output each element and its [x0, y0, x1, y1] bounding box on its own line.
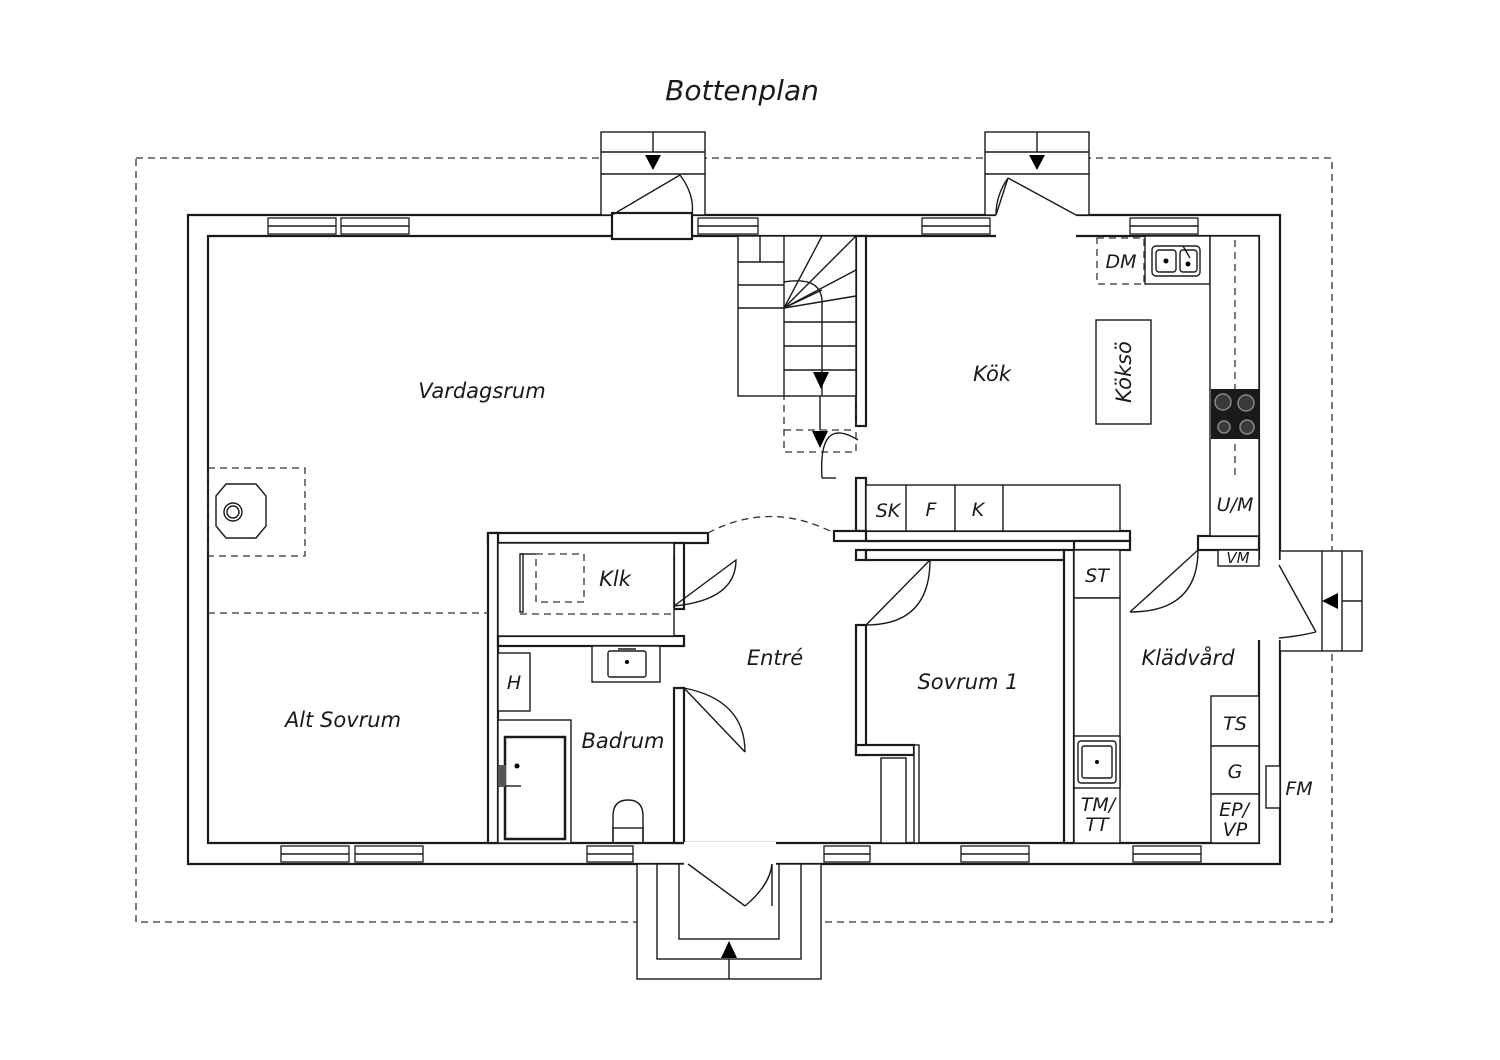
- stairs-right: [1257, 550, 1363, 652]
- label-st: ST: [1085, 565, 1110, 587]
- interior-walls: [486, 234, 1261, 845]
- label-h: H: [507, 672, 521, 694]
- label-tmtt-line1: TM/: [1081, 794, 1118, 816]
- label-fm: FM: [1285, 778, 1312, 800]
- label-k: K: [972, 499, 986, 521]
- room-label-entre: Entré: [747, 646, 803, 670]
- stairs-top-right: [984, 131, 1090, 238]
- room-label-badrum: Badrum: [581, 729, 664, 753]
- label-ts: TS: [1223, 713, 1247, 735]
- label-tmtt-line2: TT: [1085, 814, 1110, 836]
- room-label-klk: Klk: [599, 567, 632, 591]
- bedroom-door: [865, 559, 931, 844]
- room-label-kladvard: Klädvård: [1141, 645, 1235, 670]
- label-epvp-line1: EP/: [1219, 799, 1251, 821]
- room-label-kok: Kök: [973, 362, 1012, 386]
- room-label-sovrum1: Sovrum 1: [917, 670, 1018, 694]
- windows-top: [267, 217, 1199, 235]
- closet-klk: [497, 542, 737, 637]
- windows-bottom: [280, 845, 1202, 863]
- bathroom-fixtures: [497, 645, 746, 844]
- entrance-arc: [707, 515, 835, 534]
- room-label-alt-sovrum: Alt Sovrum: [283, 708, 401, 732]
- room-label-koksö: Köksö: [1112, 341, 1136, 403]
- label-epvp-line2: VP: [1223, 819, 1248, 841]
- indoor-staircase: [737, 235, 859, 479]
- room-label-vardagsrum: Vardagsrum: [418, 379, 545, 403]
- fireplace: [207, 467, 306, 557]
- label-um: U/M: [1217, 494, 1254, 516]
- stairs-bottom: [636, 842, 822, 980]
- stairs-top-left: [600, 131, 706, 241]
- label-dm: DM: [1105, 251, 1136, 273]
- label-vm: VM: [1226, 549, 1249, 567]
- kitchen-counters: [865, 235, 1260, 537]
- plan-title: Bottenplan: [665, 74, 819, 107]
- label-g: G: [1228, 761, 1243, 783]
- label-sk: SK: [876, 500, 902, 522]
- laundry-fixtures: [1073, 549, 1281, 844]
- label-f: F: [926, 499, 938, 521]
